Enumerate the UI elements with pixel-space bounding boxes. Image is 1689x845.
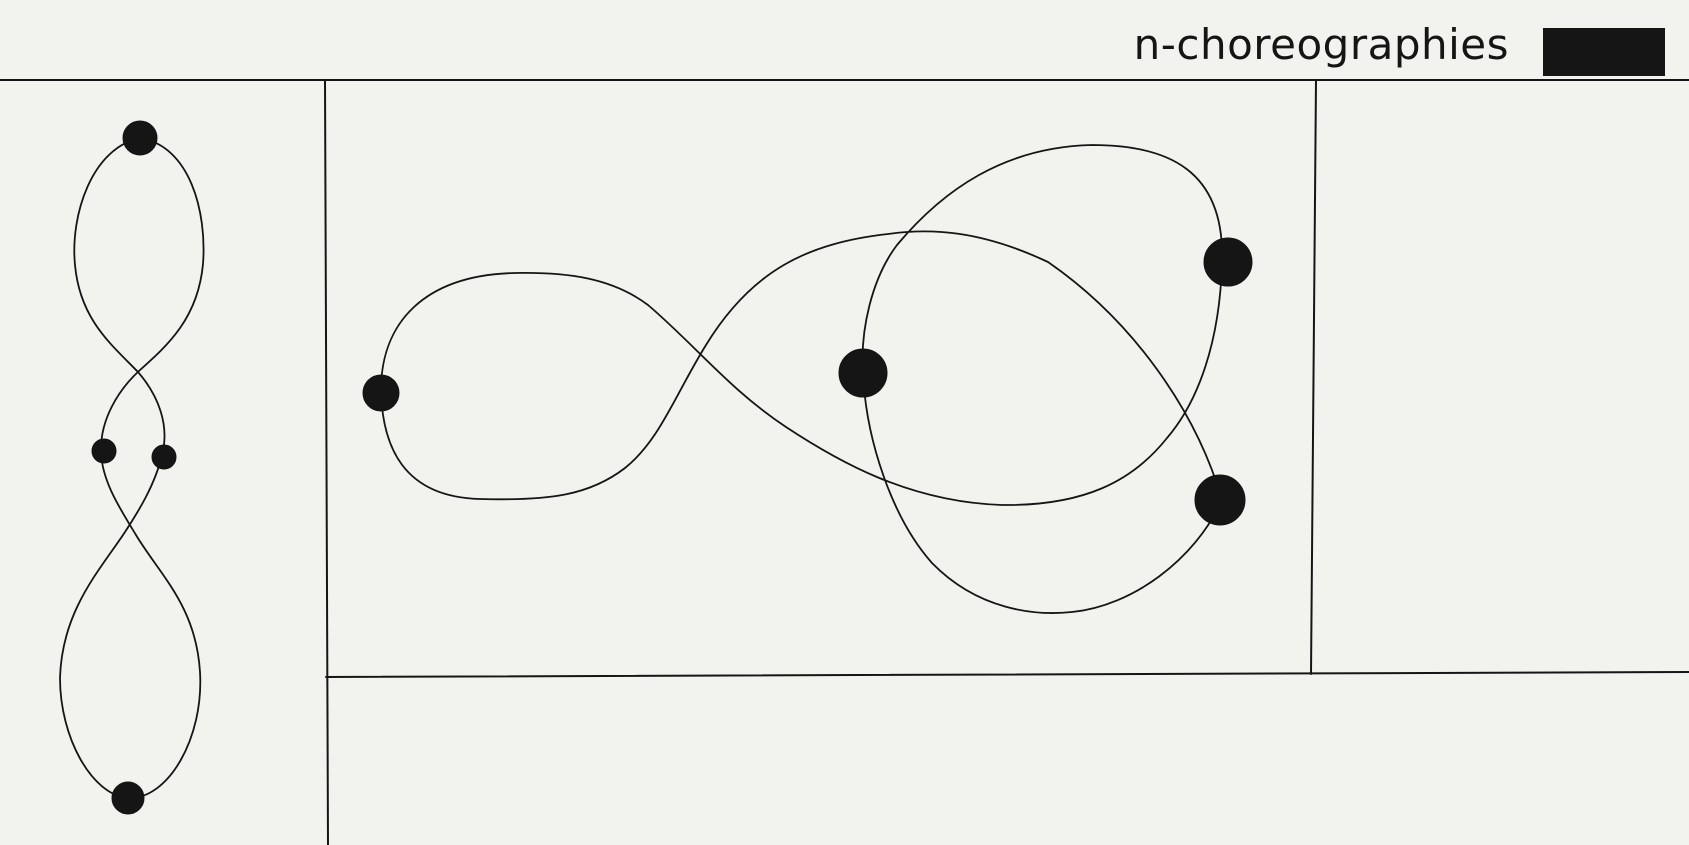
body-dot-main-lower-right — [1194, 474, 1246, 526]
middle-panel-bottom-line — [325, 671, 1689, 678]
body-dot-left-middle-b — [151, 444, 177, 470]
body-dot-main-upper-right — [1203, 237, 1253, 287]
body-dot-left-bottom — [111, 781, 145, 815]
body-dot-main-left — [362, 374, 400, 412]
title-ink-block — [1543, 28, 1665, 76]
left-panel-divider — [324, 79, 329, 845]
body-dot-left-top — [122, 120, 158, 156]
figure-eight-curve-left — [59, 137, 205, 799]
body-dot-main-center — [838, 348, 888, 398]
page-title: n-choreographies — [1133, 20, 1509, 69]
right-panel-divider — [1310, 79, 1317, 675]
body-dot-left-middle-a — [91, 438, 117, 464]
figure-eight-curve-main — [380, 144, 1223, 614]
